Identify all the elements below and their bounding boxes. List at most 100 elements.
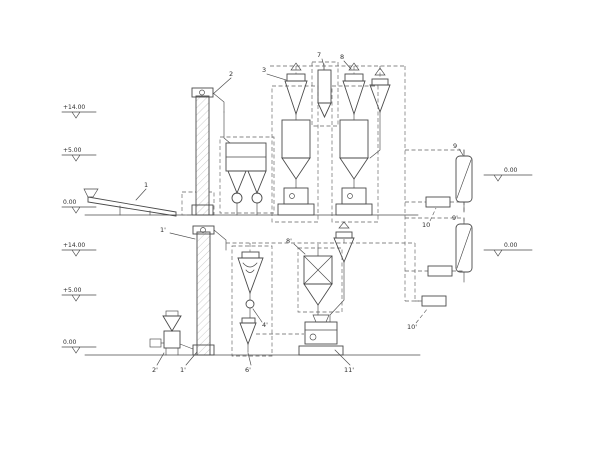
bucket-elevator-1p: 1'	[160, 225, 227, 356]
elevation-marker-top-5: +5.00	[61, 147, 97, 162]
bin-8p: 8'	[286, 237, 343, 316]
label-elevator-2: 2	[229, 70, 233, 78]
intake-conveyor: 1	[83, 181, 215, 217]
fan-box	[425, 196, 451, 208]
hopper-cone	[339, 157, 369, 180]
head-pulley	[199, 89, 205, 96]
elevator-leg	[196, 231, 211, 356]
head-pulley	[200, 227, 206, 233]
label-bin-8p: 8'	[286, 237, 292, 245]
sifter-body	[163, 330, 181, 349]
machine-shaft	[347, 193, 353, 199]
cyclone-inlet	[344, 73, 364, 82]
side-box	[149, 338, 162, 348]
aux-cyclone	[369, 67, 391, 159]
cyclone-inlet	[335, 231, 353, 239]
label-press-11p: 11'	[344, 366, 354, 374]
cooler-9: 9	[453, 142, 473, 213]
elevator-boot	[192, 344, 215, 356]
line-a-enclosure	[271, 85, 319, 223]
surge-bin	[219, 111, 275, 216]
elevation-label: +5.00	[63, 287, 82, 294]
fan-box	[421, 295, 447, 307]
leader-line	[185, 351, 198, 366]
elevation-marker-top-14: +14.00	[61, 104, 97, 119]
sifter-cone	[162, 315, 182, 332]
rotary-valve	[251, 192, 263, 204]
mill-machine	[341, 187, 367, 205]
label-fan-10: 10	[422, 221, 430, 229]
sifter-2p: 2' 1'	[149, 310, 198, 374]
label-elevator-1p: 1'	[160, 226, 166, 234]
label-cyclone-8: 8	[340, 53, 344, 61]
press-11p: 11'	[298, 314, 354, 374]
elevation-symbol	[483, 249, 533, 257]
vessel-fittings	[456, 149, 472, 213]
cyclone-inlet	[241, 251, 260, 259]
bin-cross-brace	[303, 255, 333, 285]
elevation-marker-bottom-14: +14.00	[61, 242, 97, 257]
hopper-body	[339, 119, 369, 159]
hopper-body	[281, 119, 311, 159]
grinding-line-a: 3	[262, 62, 319, 223]
filter-7: 7	[311, 51, 339, 127]
bin-cone	[303, 283, 333, 306]
leader-line	[247, 352, 252, 366]
main-duct	[270, 65, 406, 301]
sifter-inlet	[165, 310, 179, 317]
discharge-chute	[212, 92, 225, 113]
bucket-elevator-2: 2	[191, 70, 233, 216]
cyclone-spiral	[242, 262, 258, 273]
elevation-label: 0.00	[504, 242, 518, 249]
elevation-marker-top-0: 0.00	[61, 199, 97, 214]
supports	[119, 205, 151, 216]
label-cyclone-6p: 6'	[245, 366, 251, 374]
filter-enclosure	[311, 61, 339, 127]
machine-base	[277, 203, 315, 216]
label-conveyor-1: 1	[144, 181, 148, 189]
airlock-valve	[245, 299, 255, 309]
elevation-symbol	[483, 174, 533, 182]
cyclone-inlet	[241, 317, 256, 324]
leader-line	[321, 58, 325, 67]
leader-line	[135, 188, 147, 201]
cyclone-enclosure	[231, 245, 273, 357]
cyclone-body	[369, 84, 391, 114]
grinding-line-b: 8	[331, 53, 379, 223]
cyclone-6p: 6'	[239, 317, 257, 374]
leader-line	[458, 148, 464, 156]
elevation-label: +14.00	[63, 104, 85, 111]
label-cyclone-3: 3	[262, 66, 266, 74]
cyclone-body	[342, 80, 366, 116]
label-sifter-2p: 2'	[152, 366, 158, 374]
hopper-cone	[281, 157, 311, 180]
cooler-9p: 9'	[452, 214, 473, 283]
cyclone-inlet	[371, 78, 389, 86]
feed-pipe	[223, 111, 231, 144]
mill-feed-cyclone	[329, 221, 355, 323]
elevation-label: 0.00	[504, 167, 518, 174]
label-elevator-1p-boot: 1'	[180, 366, 186, 374]
sifter-legs	[165, 343, 194, 356]
cyclone-body	[237, 257, 264, 295]
machine-base	[335, 203, 373, 216]
filter-cone	[317, 102, 332, 119]
discharge-chute	[213, 229, 227, 251]
cyclone-4p: 4'	[231, 245, 273, 357]
mill-machine	[283, 187, 309, 205]
elevation-symbol	[61, 294, 97, 302]
elevation-symbol	[61, 154, 97, 162]
vessel-fittings	[456, 217, 472, 283]
inlet-hopper	[83, 188, 99, 198]
cyclone-body	[239, 322, 257, 346]
bin-enclosure	[219, 136, 275, 214]
rotary-valve	[231, 192, 243, 204]
leader-line	[415, 307, 429, 324]
elevation-marker-right-lower: 0.00	[483, 242, 533, 257]
leader-line	[266, 73, 287, 81]
bottom-duct-network	[226, 238, 422, 335]
bottom-ducts	[226, 238, 422, 335]
elevator-leg	[195, 95, 210, 216]
machine-base	[298, 345, 344, 356]
